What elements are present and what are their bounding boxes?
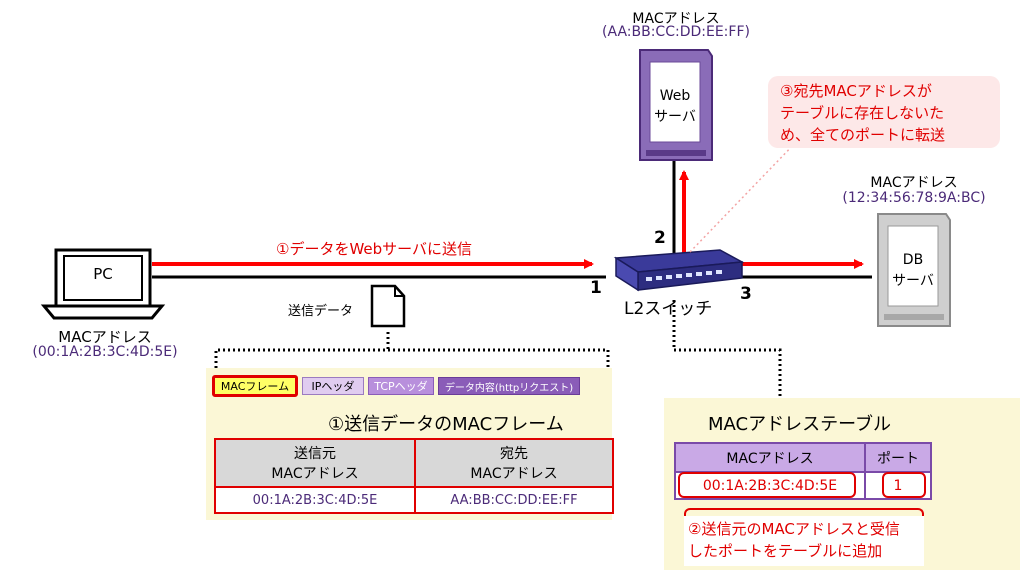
frame-bracket [214,348,610,368]
mac-table-col-port: ポート [866,444,930,471]
mac-table-col-mac: MACアドレス [676,444,866,471]
note3-box [768,76,1000,148]
web-server-label-2: サーバ [654,109,696,125]
frame-col-dst-line2: MACアドレス [470,466,558,482]
db-server-label-1: DB [902,252,924,268]
l2-switch-icon [613,249,745,292]
send-arrow-label: ①データをWebサーバに送信 [276,240,473,258]
mac-table-brace [684,508,924,516]
frame-header-ip: IPヘッダ [302,377,364,395]
frame-col-src-line2: MACアドレス [271,466,359,482]
web-mac-address: (AA:BB:CC:DD:EE:FF) [602,24,750,40]
port-3-label: 3 [740,284,752,304]
frame-header-tcp: TCPヘッダ [368,377,434,395]
frame-dst-value: AA:BB:CC:DD:EE:FF [416,486,612,512]
mac-table-title: MACアドレステーブル [708,414,892,435]
document-icon [370,284,406,328]
port-2-label: 2 [654,228,666,248]
switch-label: L2スイッチ [624,299,713,319]
note3-line3: め、全てのポートに転送 [780,126,946,144]
send-data-label: 送信データ [288,304,354,319]
web-server-icon [639,49,713,161]
mac-table-note-box [684,516,924,566]
mac-row-highlight [678,472,856,498]
frame-table-col-src: 送信元 MACアドレス [216,440,416,486]
pc-mac-title: MACアドレス [58,328,152,346]
frame-header-data: データ内容(httpリクエスト) [438,377,580,395]
mac-table-note-line2: したポートをテーブルに追加 [688,542,883,560]
pc-mac-address: (00:1A:2B:3C:4D:5E) [32,344,178,360]
db-server-label-2: サーバ [892,273,934,289]
mac-table-note-line1: ②送信元のMACアドレスと受信 [688,520,900,538]
db-mac-title: MACアドレス [870,175,958,191]
port-row-highlight [882,472,926,498]
db-mac-address: (12:34:56:78:9A:BC) [842,190,986,206]
mac-table: MACアドレス ポート 00:1A:2B:3C:4D:5E 1 [674,442,932,500]
note3-line2: テーブルに存在しないた [780,104,945,122]
port-1-label: 1 [590,278,602,298]
note3-connector [689,137,801,253]
switch-table-connector [672,300,782,400]
frame-header-mac: MACフレーム [212,375,298,397]
frame-src-value: 00:1A:2B:3C:4D:5E [216,486,416,512]
pc-laptop-icon [40,248,166,320]
pc-label: PC [93,265,113,283]
frame-title: ①送信データのMACフレーム [328,414,564,435]
web-mac-title: MACアドレス [632,11,720,27]
frame-table: 送信元 MACアドレス 宛先 MACアドレス 00:1A:2B:3C:4D:5E… [214,438,614,514]
frame-table-col-dst: 宛先 MACアドレス [416,440,612,486]
note3-line1: ③宛先MACアドレスが [780,82,932,100]
frame-col-dst-line1: 宛先 [500,446,528,462]
frame-col-src-line1: 送信元 [294,446,336,462]
db-server-icon [877,213,951,327]
web-server-label-1: Web [659,88,691,104]
